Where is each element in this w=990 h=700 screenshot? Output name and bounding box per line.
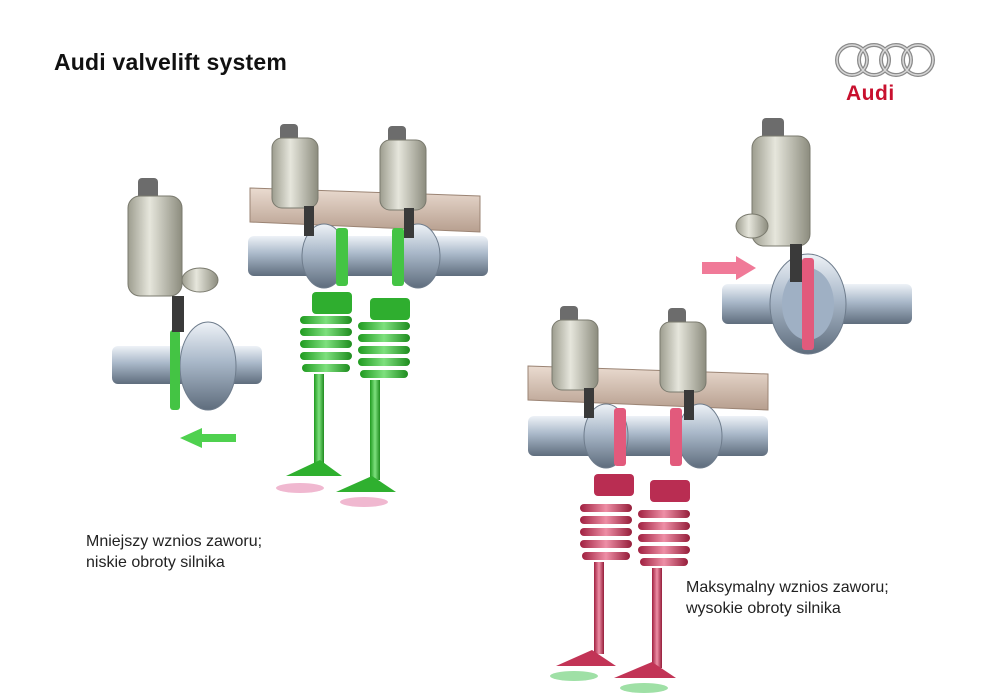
low-lift-module [112, 178, 262, 448]
valve-pink [614, 480, 690, 693]
actuator [659, 308, 707, 420]
high-lift-valvetrain [527, 306, 769, 693]
caption-high-lift-line1: Maksymalny wznios zaworu; [686, 579, 889, 596]
cam-groove-pink [802, 258, 814, 350]
caption-high-lift-line2: wysokie obroty silnika [686, 600, 841, 617]
caption-low-lift-line1: Mniejszy wznios zaworu; [86, 533, 263, 550]
audi-logo: Audi [832, 38, 940, 110]
audi-rings-icon [835, 43, 935, 77]
page-title: Audi valvelift system [54, 49, 288, 75]
valve-green [336, 298, 410, 507]
high-lift-module [702, 118, 912, 355]
arrow-left-icon [180, 428, 236, 448]
cam-groove-green [170, 330, 180, 410]
actuator [127, 178, 219, 332]
cam-piece [179, 321, 237, 411]
caption-low-lift-line2: niskie obroty silnika [86, 554, 225, 571]
arrow-right-icon [702, 256, 756, 280]
actuator [735, 118, 811, 282]
camshaft [248, 236, 488, 276]
low-lift-valvetrain [248, 124, 488, 507]
actuator [551, 306, 599, 418]
actuator [379, 126, 427, 238]
valve-pink [550, 474, 634, 681]
caption-high-lift: Maksymalny wznios zaworu; wysokie obroty… [686, 577, 889, 619]
actuator [271, 124, 319, 236]
caption-low-lift: Mniejszy wznios zaworu; niskie obroty si… [86, 531, 262, 573]
brand-wordmark: Audi [846, 82, 895, 105]
camshaft [528, 416, 768, 456]
valve-green [276, 292, 352, 493]
